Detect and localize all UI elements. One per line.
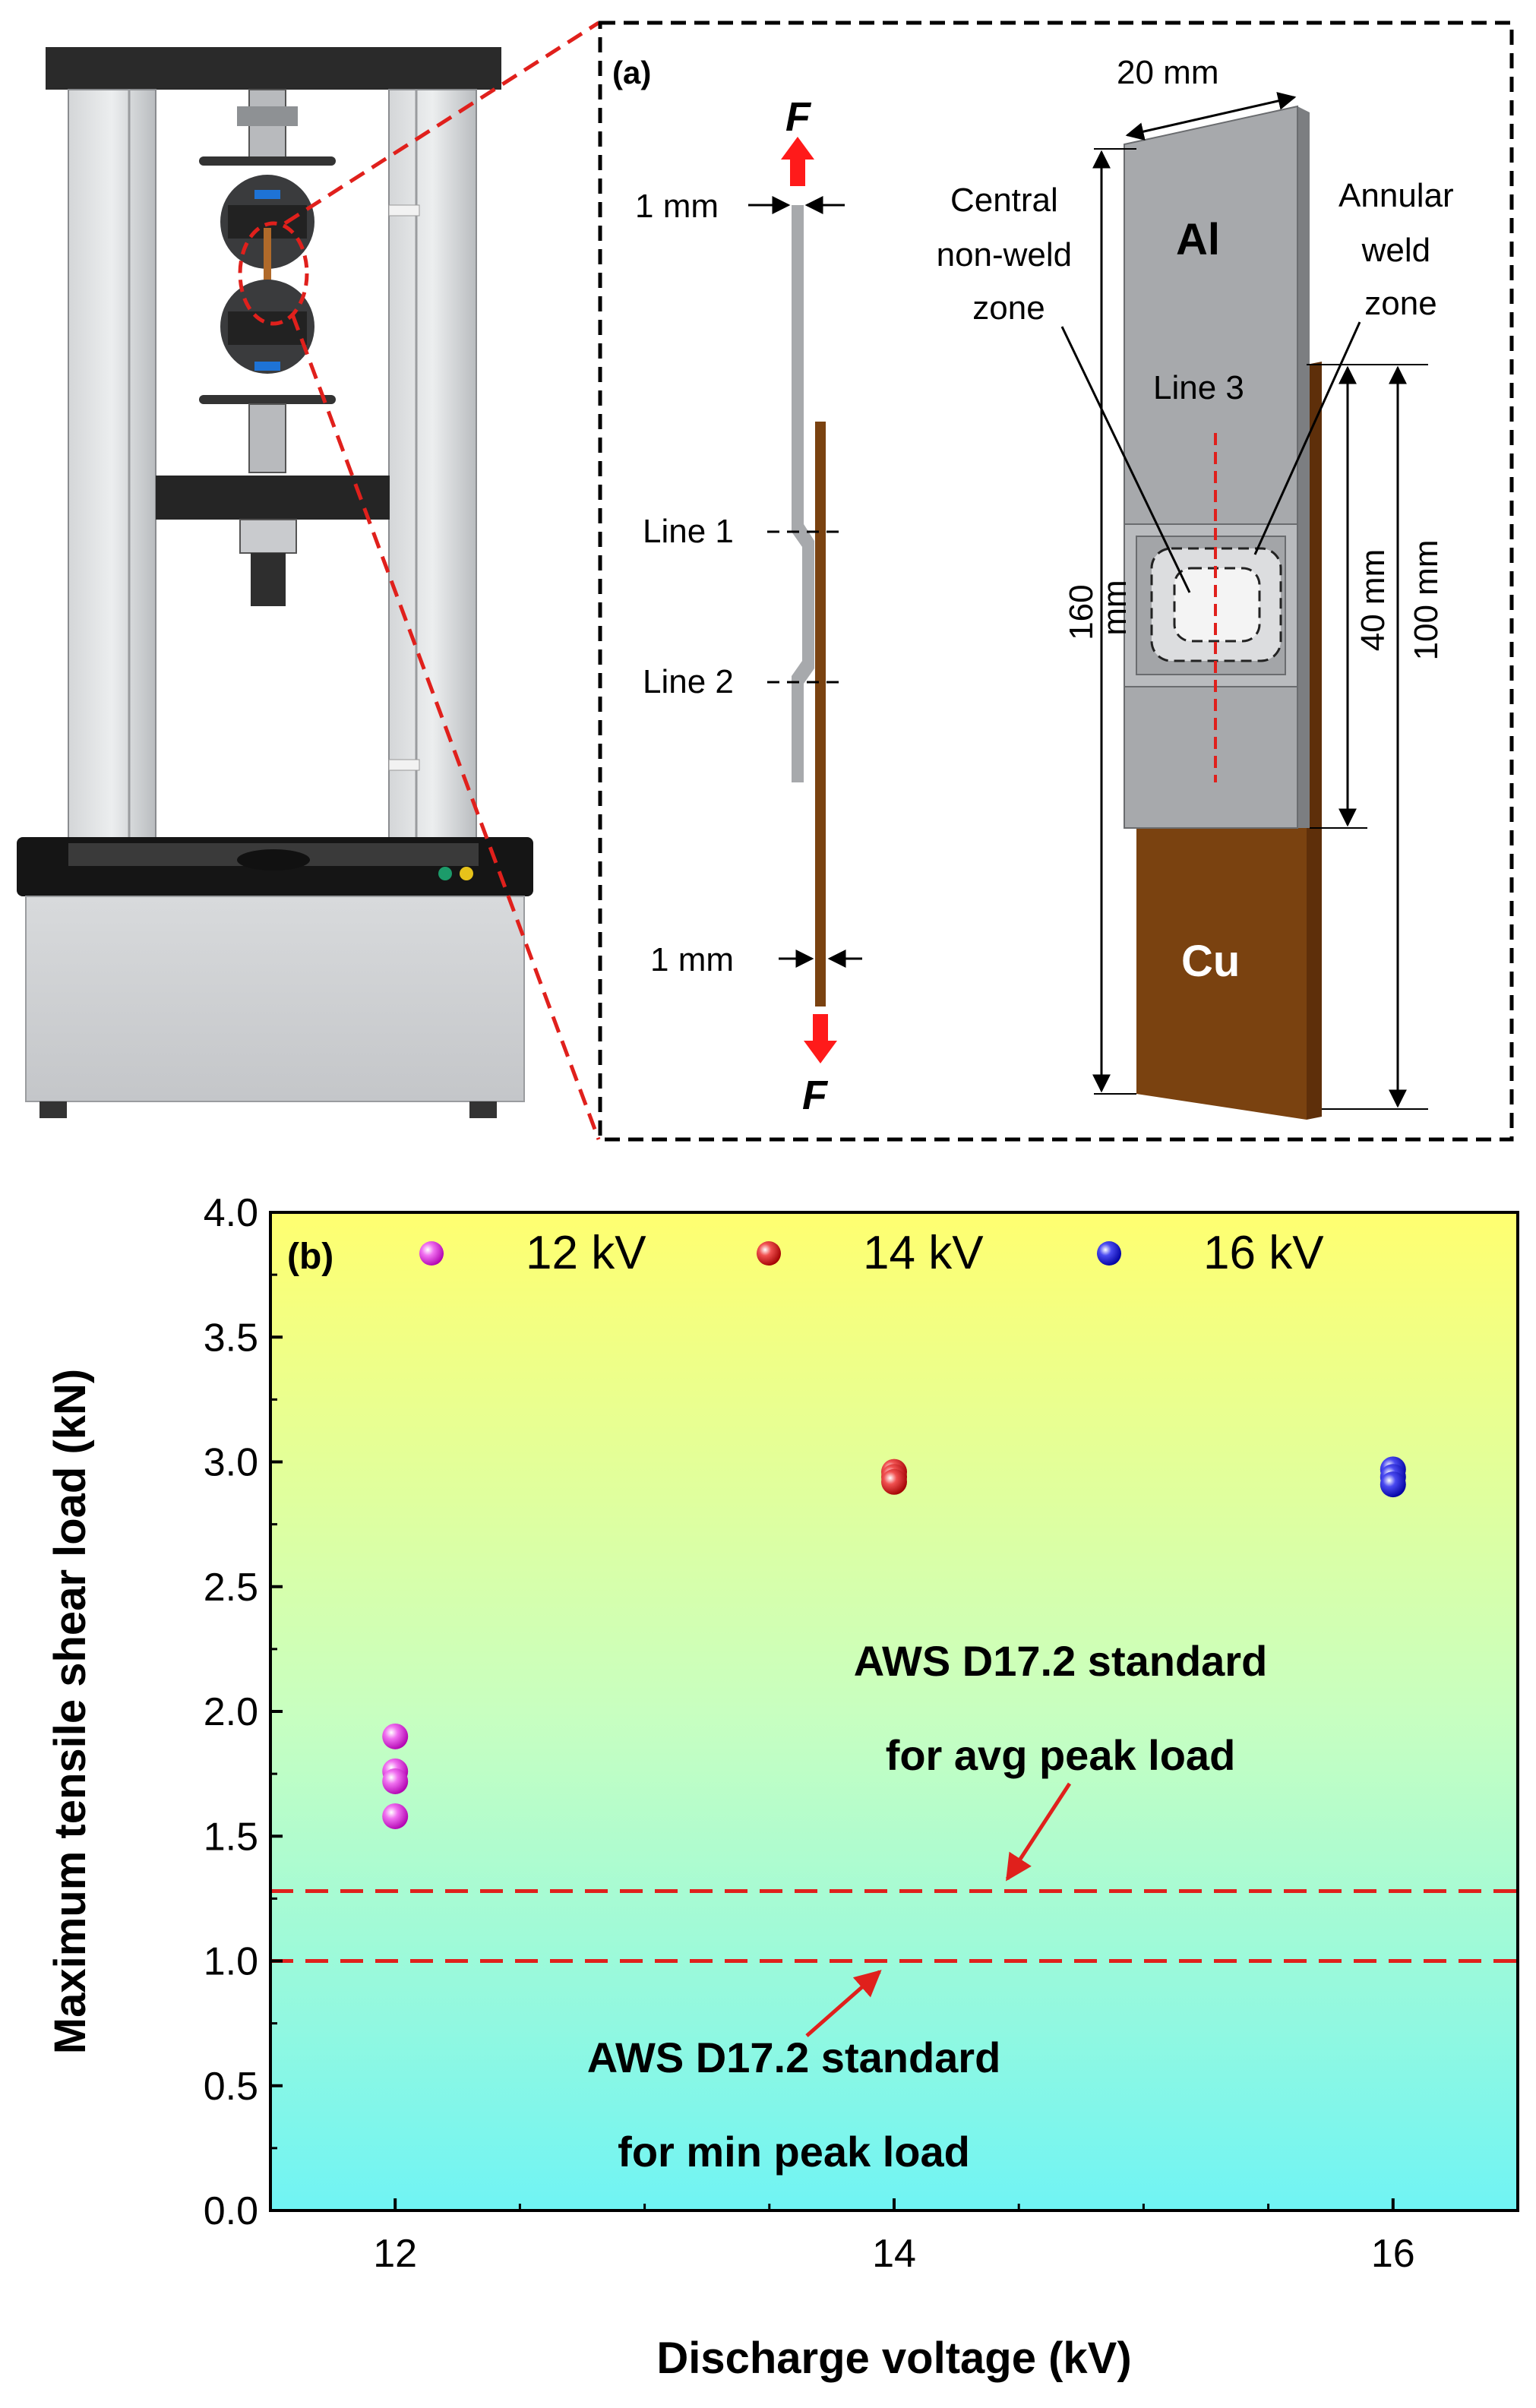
min-standard-label-line2: for min peak load	[618, 2128, 970, 2176]
panel-a-figure: (a) F F 1 mm 1 mm Line 1 Line 2 Line 3 A…	[17, 21, 1514, 1142]
y-tick-label: 1.5	[204, 1815, 258, 1859]
zoom-line-bottom	[290, 314, 601, 1140]
data-point-16-kv	[1380, 1471, 1406, 1498]
min-standard-label-line1: AWS D17.2 standard	[587, 2034, 1001, 2081]
y-tick-label: 1.0	[204, 1940, 258, 1984]
load-cell	[239, 519, 297, 554]
aluminum-label: Al	[1176, 215, 1220, 264]
y-tick-label: 3.0	[204, 1441, 258, 1485]
force-label-bottom: F	[802, 1073, 829, 1118]
copper-sheet-edge	[1307, 362, 1322, 1120]
x-tick-label: 16	[1371, 2232, 1415, 2276]
width-dim-label: 20 mm	[1117, 54, 1218, 91]
machine-right-column	[388, 89, 477, 850]
lower-rod	[248, 403, 286, 473]
copper-label: Cu	[1181, 937, 1240, 986]
data-point-12-kv	[382, 1803, 409, 1829]
x-tick-label: 12	[373, 2232, 417, 2276]
data-point-12-kv	[382, 1768, 409, 1794]
aluminum-sheet-edge	[1297, 106, 1310, 828]
y-tick-label: 3.5	[204, 1316, 258, 1360]
line2-label: Line 2	[643, 663, 734, 700]
moving-crossbeam	[156, 476, 390, 520]
central-zone-label: Central non-weld zone	[937, 182, 1082, 327]
aluminum-sheet-side	[792, 205, 814, 782]
zoom-line-top	[283, 21, 600, 226]
y-tick-label: 2.0	[204, 1690, 258, 1734]
legend-label: 14 kV	[863, 1227, 984, 1279]
avg-standard-label-line2: for avg peak load	[886, 1731, 1236, 1779]
zoom-ellipse	[238, 221, 309, 326]
avg-standard-label-line1: AWS D17.2 standard	[854, 1637, 1268, 1685]
dim-160-label: 160 mm	[1063, 575, 1133, 640]
y-tick-label: 0.0	[204, 2189, 258, 2233]
avg-standard-arrow	[1005, 1782, 1072, 1882]
thickness-label-bottom: 1 mm	[650, 941, 734, 978]
panel-a-label: (a)	[612, 55, 651, 90]
y-tick-label: 4.0	[204, 1191, 258, 1235]
data-point-14-kv	[881, 1468, 907, 1495]
dim-40-label: 40 mm	[1354, 549, 1392, 651]
copper-sheet-side	[815, 422, 826, 1006]
machine-left-column	[68, 89, 156, 850]
line1-label: Line 1	[643, 513, 734, 550]
dim-100-label: 100 mm	[1408, 540, 1445, 661]
force-arrow-up	[781, 137, 814, 186]
force-label-top: F	[785, 94, 812, 140]
legend-marker-14-kv	[757, 1241, 781, 1266]
machine-top-crossbeam	[46, 47, 501, 90]
copper-sheet-3d	[1136, 828, 1307, 1120]
legend-marker-12-kv	[419, 1241, 444, 1266]
panel-a-frame	[598, 21, 1514, 1142]
machine-base	[25, 896, 525, 1102]
specimen-3d-view: Line 3 Al Cu Central non-weld zone Annul…	[937, 54, 1463, 1120]
force-arrow-down	[804, 1014, 837, 1063]
legend-marker-16-kv	[1097, 1241, 1121, 1266]
x-axis-label: Discharge voltage (kV)	[656, 2334, 1131, 2383]
legend-label: 12 kV	[526, 1227, 646, 1279]
lower-handle	[199, 395, 336, 404]
panel-b-label: (b)	[287, 1237, 333, 1277]
tensile-testing-machine	[17, 47, 533, 1118]
data-point-12-kv	[382, 1723, 409, 1749]
thickness-label-top: 1 mm	[635, 188, 719, 225]
line3-label: Line 3	[1153, 369, 1244, 406]
upper-handle	[199, 156, 336, 166]
y-tick-label: 0.5	[204, 2065, 258, 2109]
side-view: F F 1 mm 1 mm Line 1 Line 2	[635, 94, 862, 1118]
x-tick-label: 14	[872, 2232, 916, 2276]
y-axis-label: Maximum tensile shear load (kN)	[46, 1369, 95, 2054]
plot-background	[270, 1212, 1518, 2210]
y-tick-label: 2.5	[204, 1566, 258, 1610]
legend-label: 16 kV	[1203, 1227, 1324, 1279]
min-standard-arrow	[805, 1970, 882, 2037]
annular-zone-label: Annular weld zone	[1338, 177, 1463, 322]
